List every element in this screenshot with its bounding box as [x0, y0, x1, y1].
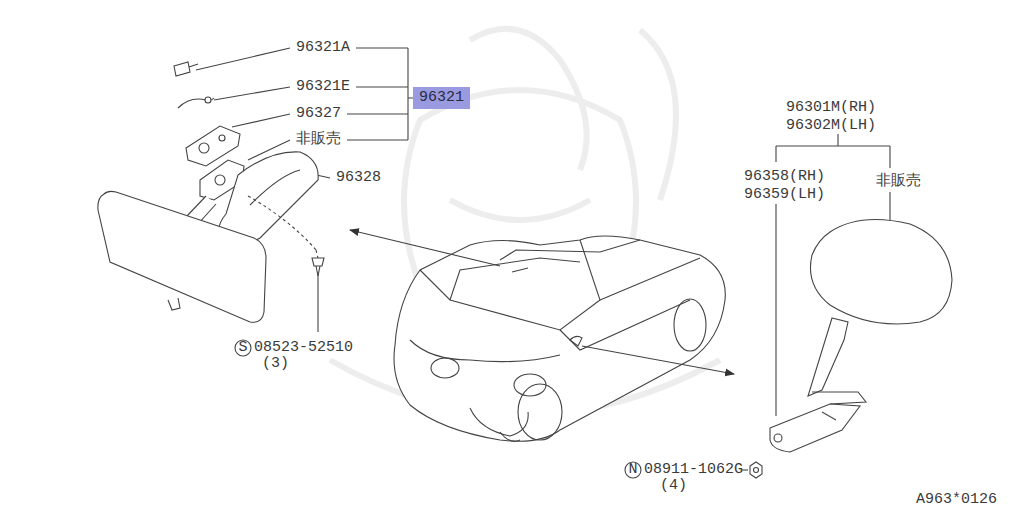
part-number: 96301M(RH) [786, 100, 876, 116]
part-number: 96359(LH) [744, 187, 825, 203]
quantity: (3) [262, 356, 289, 372]
part-number: 08911-1062G [644, 462, 743, 478]
highlight-box: 96321 [413, 87, 470, 109]
part-number: 96321A [296, 40, 350, 56]
circle-symbol: N [628, 462, 637, 478]
part-number: 96327 [296, 106, 341, 122]
circle-symbol: S [238, 340, 247, 356]
part-number: 96302M(LH) [786, 118, 876, 134]
part-number: 08523-52510 [254, 340, 353, 356]
figure-code: A963*0126 [916, 492, 997, 508]
note: 非販売 [296, 132, 341, 148]
part-number: 96328 [336, 170, 381, 186]
part-number: 96321 [419, 90, 464, 106]
quantity: (4) [660, 478, 687, 494]
part-number: 96321E [296, 79, 350, 95]
line-work [98, 48, 952, 478]
part-number: 96358(RH) [744, 169, 825, 185]
note: 非販売 [876, 174, 921, 190]
